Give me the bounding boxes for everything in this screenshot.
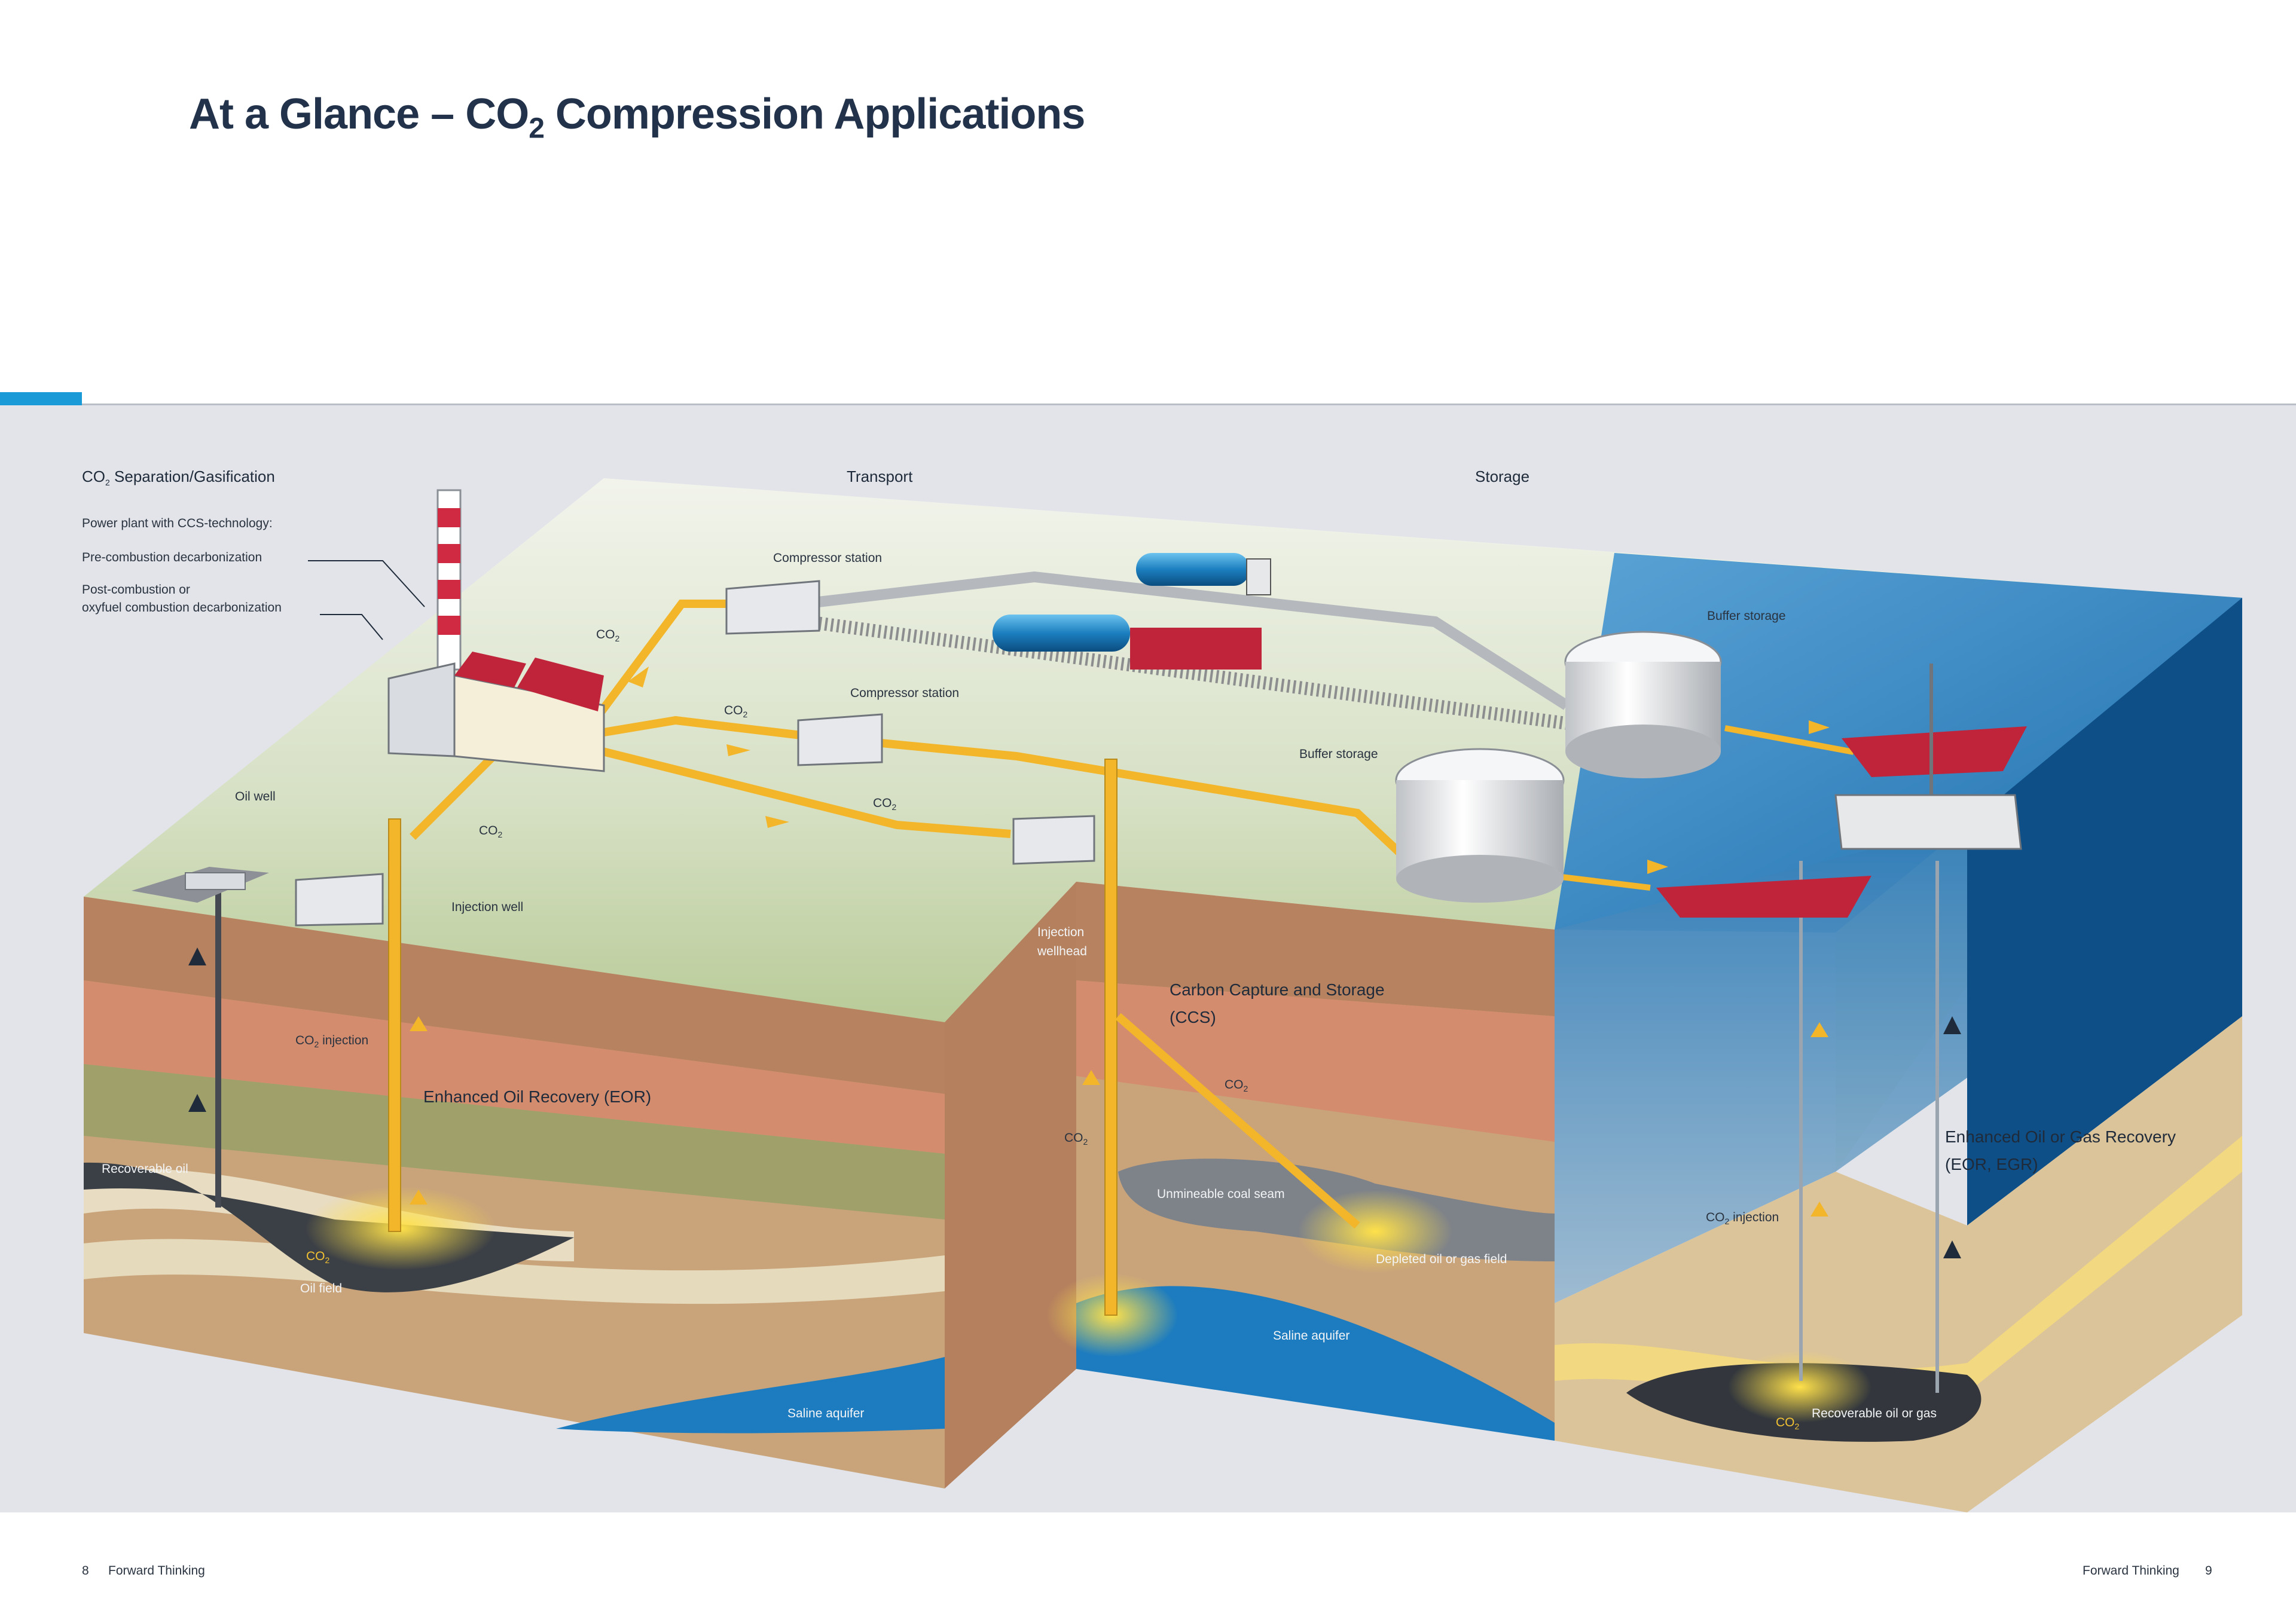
label-depleted-field: Depleted oil or gas field — [1376, 1252, 1507, 1266]
label-buffer-storage-2: Buffer storage — [1299, 747, 1378, 761]
label-injection-wellhead-2: wellhead — [1037, 945, 1087, 958]
page-title: At a Glance – CO2 Compression Applicatio… — [189, 90, 1085, 145]
footer-left-page-number: 8 — [82, 1564, 89, 1578]
header-storage: Storage — [1475, 467, 1530, 485]
label-buffer-storage-1: Buffer storage — [1707, 609, 1786, 623]
label-recoverable-oil-gas: Recoverable oil or gas — [1812, 1407, 1937, 1420]
label-unmineable-coal: Unmineable coal seam — [1157, 1187, 1285, 1201]
plant-note-ccs: Power plant with CCS-technology: — [82, 516, 273, 530]
label-co2-pipeline-1: CO2 — [724, 704, 748, 720]
label-saline-aquifer-2: Saline aquifer — [787, 1407, 865, 1420]
footer-left-text: Forward Thinking — [108, 1564, 205, 1578]
label-egr-line2: (EOR, EGR) — [1945, 1155, 2038, 1173]
ccs-diagram — [84, 478, 2242, 1512]
label-co2-pipeline-2: CO2 — [873, 796, 897, 812]
header-transport: Transport — [847, 467, 913, 485]
label-ccs-line1: Carbon Capture and Storage — [1170, 980, 1385, 999]
label-saline-aquifer-1: Saline aquifer — [1273, 1329, 1350, 1343]
accent-bar — [0, 392, 82, 405]
label-co2-injection-left: CO2 injection — [295, 1034, 369, 1050]
label-co2-plant: CO2 — [596, 628, 620, 644]
label-co2-well: CO2 — [1064, 1131, 1088, 1147]
label-injection-well: Injection well — [451, 900, 524, 914]
label-eor: Enhanced Oil Recovery (EOR) — [423, 1087, 652, 1106]
plant-note-postcombustion-1: Post-combustion or — [82, 583, 190, 597]
label-compressor-station-2: Compressor station — [850, 686, 960, 700]
label-compressor-station-1: Compressor station — [773, 551, 883, 565]
label-ccs-line2: (CCS) — [1170, 1008, 1216, 1026]
label-injection-wellhead-1: Injection — [1037, 925, 1085, 939]
plant-note-postcombustion-2: oxyfuel combustion decarbonization — [82, 601, 282, 615]
footer-right-page-number: 9 — [2205, 1564, 2212, 1578]
label-egr-line1: Enhanced Oil or Gas Recovery — [1945, 1127, 2176, 1146]
label-co2-ccs: CO2 — [1225, 1078, 1248, 1094]
label-co2-reservoir: CO2 — [1776, 1416, 1800, 1432]
label-co2-injection-right: CO2 injection — [1706, 1211, 1779, 1227]
label-oil-field: Oil field — [300, 1282, 343, 1295]
label-co2-injection-well: CO2 — [479, 824, 503, 840]
header-separation: CO2 Separation/Gasification — [82, 467, 275, 488]
label-oil-well: Oil well — [235, 790, 276, 803]
header-rule — [82, 404, 2296, 405]
footer-right-text: Forward Thinking — [2083, 1564, 2179, 1578]
label-recoverable-oil: Recoverable oil — [102, 1162, 188, 1176]
plant-note-precombustion: Pre-combustion decarbonization — [82, 551, 262, 564]
label-co2-oil-field: CO2 — [306, 1249, 330, 1266]
